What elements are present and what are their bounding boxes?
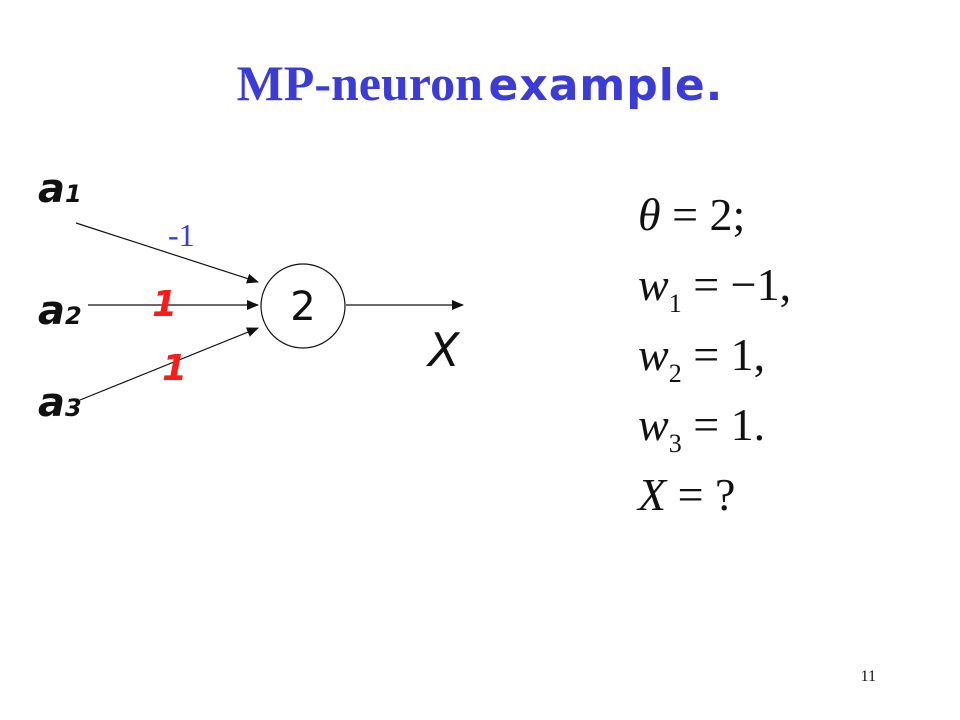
w3-value: = 1. — [693, 399, 766, 450]
threshold-label: 2 — [290, 284, 315, 330]
w2-var: w — [638, 329, 669, 380]
output-label: X — [426, 323, 461, 377]
w2-sub: 2 — [668, 359, 682, 388]
w1-sub: 1 — [668, 289, 682, 318]
title-emphasis: example. — [488, 60, 724, 111]
theta-value: = 2; — [672, 189, 746, 240]
x-value: = ? — [677, 469, 736, 520]
w1-value: = −1, — [693, 259, 792, 310]
equations: θ = 2; w1 = −1, w2 = 1, w3 = 1. X = ? — [638, 180, 791, 530]
w3-var: w — [638, 399, 669, 450]
input-label-a1: a1 — [38, 166, 82, 212]
neuron-circle — [260, 263, 346, 349]
weight-label-w3: 1 — [162, 348, 187, 389]
equation-w1: w1 = −1, — [638, 250, 791, 320]
title-main: MP-neuron — [236, 55, 483, 111]
weight-label-w1: -1 — [168, 217, 195, 253]
equation-x: X = ? — [638, 460, 791, 530]
edge-a3-neuron — [79, 327, 259, 401]
slide-title: MP-neuron example. — [0, 58, 960, 108]
weight-label-w2: 1 — [152, 284, 177, 325]
page-number: 11 — [860, 668, 876, 685]
edge-a1-neuron — [75, 222, 259, 284]
equation-theta: θ = 2; — [638, 180, 791, 250]
x-var: X — [638, 469, 667, 520]
w2-value: = 1, — [693, 329, 766, 380]
w3-sub: 3 — [668, 429, 682, 458]
input-label-a2: a2 — [38, 288, 82, 334]
w1-var: w — [638, 259, 669, 310]
input-label-a3: a3 — [38, 380, 82, 426]
equation-w3: w3 = 1. — [638, 390, 791, 460]
equation-w2: w2 = 1, — [638, 320, 791, 390]
theta-symbol: θ — [638, 189, 661, 240]
